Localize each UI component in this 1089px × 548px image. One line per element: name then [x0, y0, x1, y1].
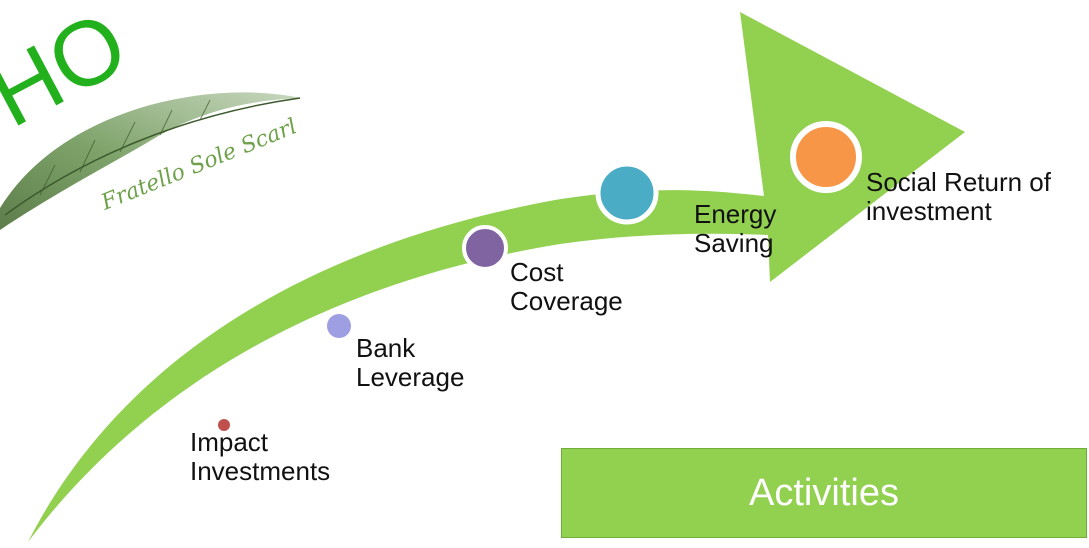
step-label-social: Social Return of investment — [866, 167, 1051, 226]
step-marker-cost — [462, 225, 508, 271]
leaf-logo: HO Fratello Sole Scarl — [0, 0, 302, 231]
step-marker-impact — [218, 419, 230, 431]
activities-box: Activities — [561, 448, 1087, 538]
step-label-cost: Cost Coverage — [510, 257, 623, 316]
step-label-energy: Energy Saving — [694, 199, 777, 258]
leaf-icon — [0, 92, 302, 231]
step-marker-social — [790, 121, 862, 193]
step-marker-energy — [595, 161, 659, 225]
activities-label: Activities — [749, 471, 899, 514]
step-label-bank: Bank Leverage — [356, 333, 465, 392]
step-marker-bank — [327, 314, 351, 338]
step-markers — [218, 121, 862, 431]
step-label-impact: Impact Investments — [190, 427, 331, 486]
